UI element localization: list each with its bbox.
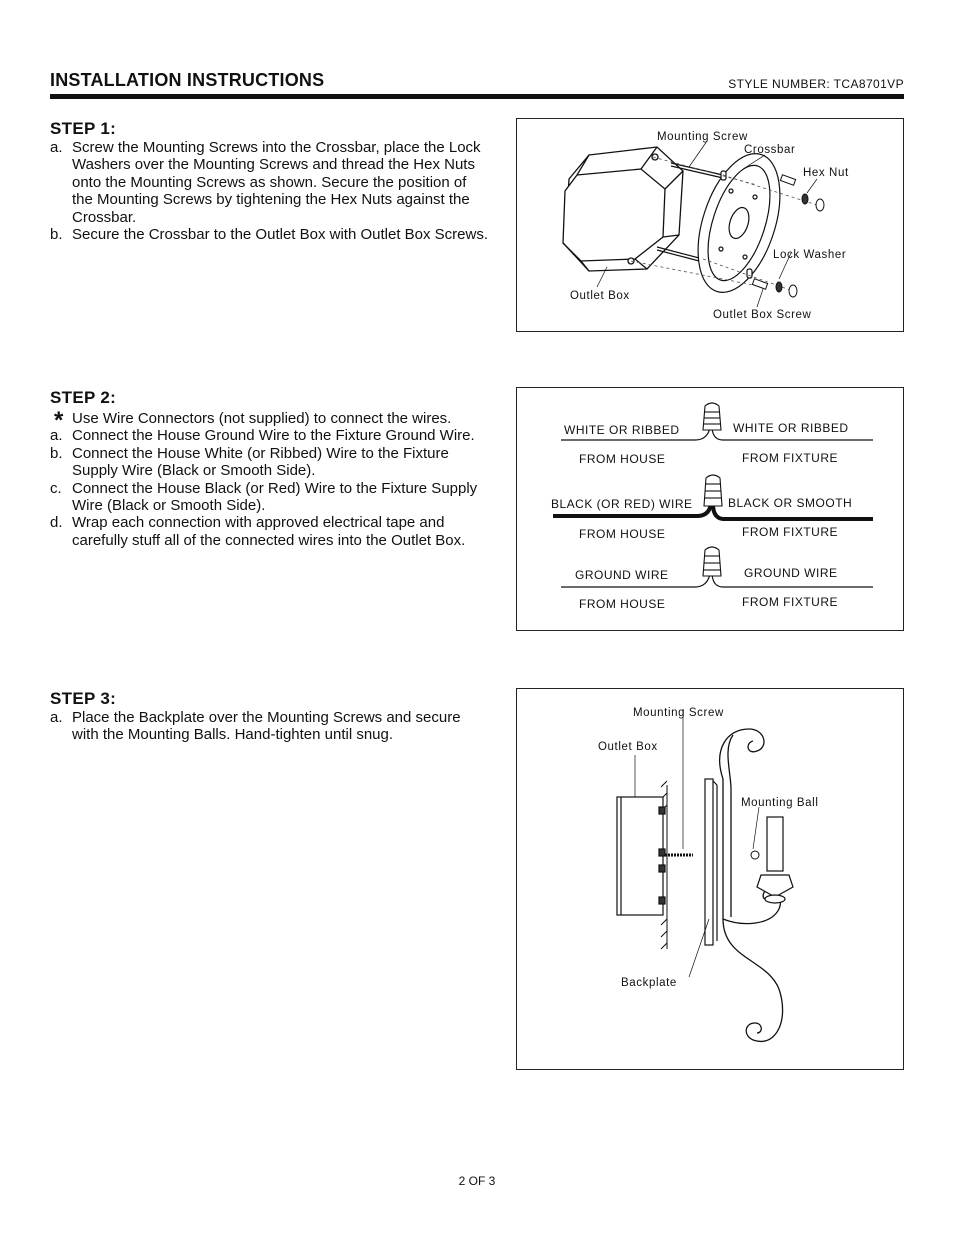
backplate-mounting-illustration: Mounting Screw Outlet Box Mounting Ball … <box>598 707 818 1042</box>
outlet-box-drawing <box>562 146 684 272</box>
mounting-screw-label: Mounting Screw <box>657 131 748 143</box>
white-fixture-label: WHITE OR RIBBED <box>733 421 849 435</box>
item-text: Wrap each connection with approved elect… <box>72 514 466 549</box>
step-2-diagram: WHITE OR RIBBED WHITE OR RIBBED FROM HOU… <box>516 387 904 631</box>
ground-fixture-label: GROUND WIRE <box>744 566 838 580</box>
step-1-item-a: a. Screw the Mounting Screws into the Cro… <box>50 139 490 226</box>
lock-washer-label: Lock Washer <box>773 249 846 261</box>
item-text: Connect the House Ground Wire to the Fix… <box>72 427 475 445</box>
mounting-screw-drawing <box>656 162 724 263</box>
item-text: Screw the Mounting Screws into the Cross… <box>72 139 481 226</box>
from-fixture-3-label: FROM FIXTURE <box>742 595 838 609</box>
step-2-item-c: c. Connect the House Black (or Red) Wire … <box>50 480 490 515</box>
step-3-diagram: Mounting Screw Outlet Box Mounting Ball … <box>516 688 904 1070</box>
outlet-box-screw-label: Outlet Box Screw <box>713 309 812 321</box>
style-number: STYLE NUMBER: TCA8701VP <box>728 77 904 91</box>
item-marker: b. <box>50 444 63 462</box>
item-text: Connect the House White (or Ribbed) Wire… <box>72 444 449 480</box>
black-house-label: BLACK (OR RED) WIRE <box>551 497 693 511</box>
wire-connector-drawing <box>702 402 723 577</box>
white-house-label: WHITE OR RIBBED <box>564 423 680 437</box>
item-text: Use Wire Connectors (not supplied) to co… <box>72 410 452 427</box>
step-1-item-b: b. Secure the Crossbar to the Outlet Box … <box>50 226 490 243</box>
wiring-illustration: WHITE OR RIBBED WHITE OR RIBBED FROM HOU… <box>551 402 873 611</box>
item-text: Place the Backplate over the Mounting Sc… <box>72 709 461 744</box>
item-marker: a. <box>50 427 63 445</box>
page-title: INSTALLATION INSTRUCTIONS <box>50 70 325 90</box>
step-2-item-d: d. Wrap each connection with approved ele… <box>50 514 490 549</box>
outlet-box-drawing <box>616 796 666 916</box>
item-text: Connect the House Black (or Red) Wire to… <box>72 479 478 515</box>
mounting-ball-drawing <box>750 850 760 860</box>
from-house-1-label: FROM HOUSE <box>579 452 665 466</box>
crossbar-label: Crossbar <box>744 144 795 156</box>
step-2-heading: STEP 2: <box>50 388 117 407</box>
page-number: 2 OF 3 <box>458 1174 496 1188</box>
from-fixture-2-label: FROM FIXTURE <box>742 525 838 539</box>
outlet-box-label: Outlet Box <box>598 741 658 753</box>
header-rule <box>50 94 904 99</box>
asterisk-marker: * <box>54 407 64 434</box>
mounting-ball-label: Mounting Ball <box>741 797 818 809</box>
from-fixture-1-label: FROM FIXTURE <box>742 451 838 465</box>
from-house-2-label: FROM HOUSE <box>579 527 665 541</box>
crossbar-drawing <box>697 153 781 293</box>
from-house-3-label: FROM HOUSE <box>579 597 665 611</box>
backplate-label: Backplate <box>621 977 677 989</box>
item-text: Secure the Crossbar to the Outlet Box wi… <box>72 226 489 244</box>
black-fixture-label: BLACK OR SMOOTH <box>728 496 852 510</box>
candle-drawing <box>756 816 794 904</box>
item-marker: d. <box>50 514 63 532</box>
item-marker: b. <box>50 226 63 244</box>
hardware-drawing <box>751 174 825 298</box>
item-marker: c. <box>50 479 62 497</box>
backplate-drawing <box>704 778 718 946</box>
step-2-body: * Use Wire Connectors (not supplied) to c… <box>50 407 490 549</box>
step-2-item-note: * Use Wire Connectors (not supplied) to c… <box>50 407 490 434</box>
step-3-item-a: a. Place the Backplate over the Mounting … <box>50 709 470 744</box>
ground-house-label: GROUND WIRE <box>575 568 669 582</box>
step-1-diagram: Mounting Screw Crossbar Hex Nut Lock Was… <box>516 118 904 332</box>
step-1-body: a. Screw the Mounting Screws into the Cro… <box>50 139 490 243</box>
mounting-screw-label: Mounting Screw <box>633 707 724 719</box>
item-marker: a. <box>50 709 63 726</box>
outlet-box-label: Outlet Box <box>570 290 630 302</box>
step-2-item-b: b. Connect the House White (or Ribbed) Wi… <box>50 445 490 480</box>
hex-nut-label: Hex Nut <box>803 167 849 179</box>
crossbar-assembly-illustration: Mounting Screw Crossbar Hex Nut Lock Was… <box>562 131 849 321</box>
step-2-item-a: a. Connect the House Ground Wire to the F… <box>50 427 490 444</box>
step-3-heading: STEP 3: <box>50 689 117 708</box>
item-marker: a. <box>50 139 63 156</box>
step-1-heading: STEP 1: <box>50 119 117 138</box>
step-3-body: a. Place the Backplate over the Mounting … <box>50 709 470 744</box>
